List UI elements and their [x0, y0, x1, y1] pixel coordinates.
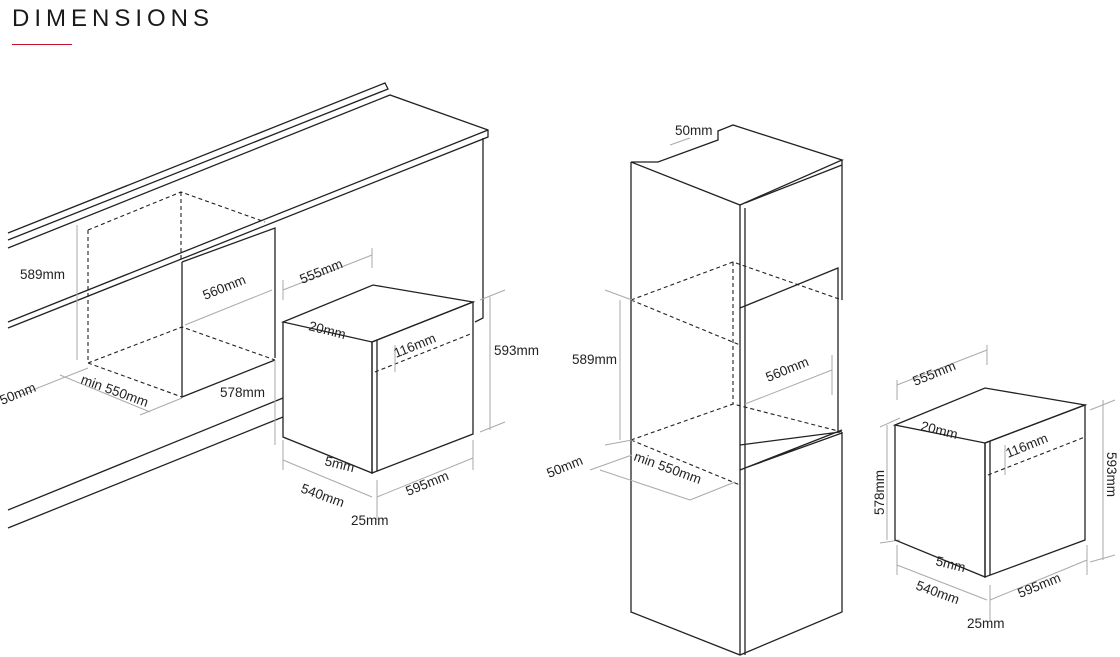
label-niche-height: 589mm: [20, 267, 65, 282]
label-door-thickness: 25mm: [967, 616, 1005, 631]
label-door-thickness: 25mm: [351, 513, 389, 528]
label-niche-depth: min 550mm: [632, 449, 703, 487]
label-oven-depth-top: 555mm: [298, 256, 345, 287]
label-control-panel: 116mm: [1004, 430, 1050, 460]
label-oven-body-depth: 540mm: [914, 578, 961, 607]
label-oven-width: 595mm: [404, 468, 451, 499]
label-oven-body-height: 578mm: [872, 470, 887, 515]
label-niche-width: 560mm: [764, 354, 811, 385]
label-oven-depth-top: 555mm: [911, 358, 958, 389]
label-rear-gap: 50mm: [0, 380, 38, 408]
oven-left: [280, 284, 476, 474]
label-bottom-offset: 5mm: [323, 453, 356, 475]
label-front-offset: 20mm: [919, 418, 959, 442]
label-oven-height: 593mm: [1104, 452, 1119, 497]
dimension-lines-left: [19, 248, 506, 520]
label-niche-height: 589mm: [572, 352, 617, 367]
label-top-gap: 50mm: [675, 123, 713, 138]
label-niche-width: 560mm: [201, 272, 248, 303]
oven-right: [892, 387, 1088, 578]
label-oven-body-depth: 540mm: [299, 481, 346, 510]
title-underline: [12, 44, 72, 45]
label-oven-body-height: 578mm: [220, 385, 265, 400]
label-oven-width: 595mm: [1016, 570, 1063, 601]
label-niche-depth: min 550mm: [79, 372, 150, 410]
tall-housing-niche: [630, 261, 843, 486]
label-bottom-offset: 5mm: [934, 553, 967, 575]
label-oven-height: 593mm: [494, 343, 539, 358]
page-title: DIMENSIONS: [12, 5, 215, 32]
label-rear-gap: 50mm: [545, 453, 585, 481]
under-counter-niche: [87, 191, 276, 398]
label-front-offset: 20mm: [307, 318, 347, 342]
under-counter-cabinet: [7, 82, 489, 529]
tall-housing-cabinet: [630, 124, 844, 656]
dimension-lines-right: [589, 137, 1116, 620]
